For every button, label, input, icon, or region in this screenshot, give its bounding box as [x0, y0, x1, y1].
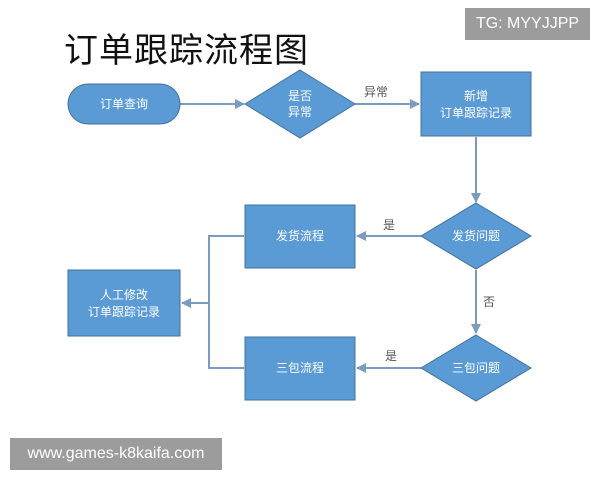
edge-label-shipping-no: 否	[483, 295, 495, 309]
node-decision-abnormal: 是否 异常	[244, 69, 356, 139]
node-new-record: 新增 订单跟踪记录	[420, 71, 532, 137]
warranty-process-label: 三包流程	[276, 360, 324, 375]
connectors	[180, 99, 481, 373]
node-start-label: 订单查询	[100, 97, 148, 111]
decision-shipping-label: 发货问题	[452, 228, 500, 243]
node-manual-edit: 人工修改 订单跟踪记录	[67, 269, 181, 337]
tg-watermark-badge: TG: MYYJJPP	[465, 8, 590, 40]
edge-shipping-process-left	[208, 235, 244, 303]
edge-warranty-process-left	[208, 303, 244, 369]
decision-warranty-label: 三包问题	[452, 361, 500, 375]
new-record-line2: 订单跟踪记录	[440, 106, 512, 120]
node-shipping-process: 发货流程	[244, 204, 356, 269]
site-watermark-badge: www.games-k8kaifa.com	[10, 438, 222, 470]
node-decision-shipping: 发货问题	[420, 202, 532, 270]
node-start: 订单查询	[67, 83, 181, 125]
node-decision-warranty: 三包问题	[420, 334, 532, 402]
edge-label-abnormal: 异常	[364, 85, 388, 99]
node-warranty-process: 三包流程	[244, 336, 356, 401]
manual-edit-line1: 人工修改	[100, 287, 148, 302]
decision-abnormal-line2: 异常	[288, 105, 312, 119]
page-title: 订单跟踪流程图	[64, 31, 309, 71]
manual-edit-line2: 订单跟踪记录	[88, 305, 160, 319]
new-record-line1: 新增	[464, 88, 488, 103]
edge-label-shipping-yes: 是	[383, 218, 395, 232]
shipping-process-label: 发货流程	[276, 228, 324, 243]
edge-label-warranty-yes: 是	[385, 349, 397, 363]
decision-abnormal-line1: 是否	[288, 89, 312, 103]
